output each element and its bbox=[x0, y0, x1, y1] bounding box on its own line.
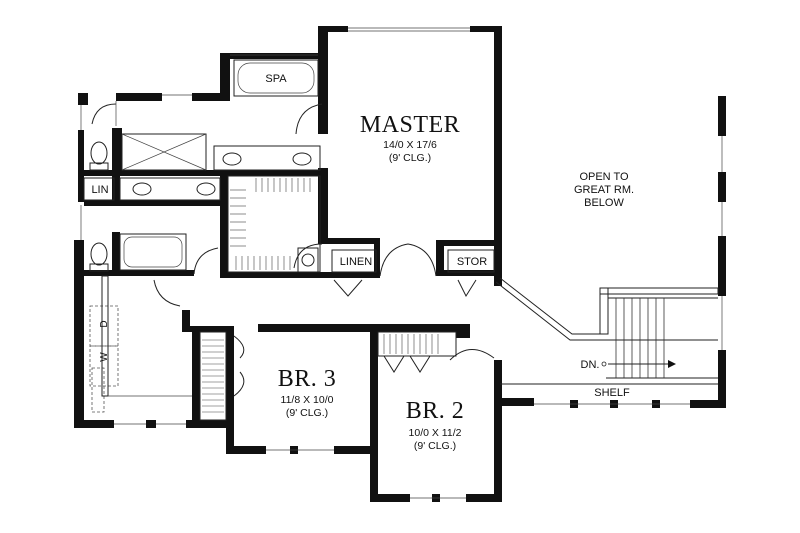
lin-label: LIN bbox=[91, 184, 108, 196]
br2-ceiling: (9' CLG.) bbox=[414, 440, 456, 452]
down-label: DN. bbox=[581, 359, 600, 371]
lin-box bbox=[83, 177, 115, 201]
master-ceiling: (9' CLG.) bbox=[389, 152, 431, 164]
below-label: BELOW bbox=[584, 197, 624, 209]
walls bbox=[74, 26, 726, 502]
washer-label: W bbox=[99, 352, 110, 362]
linen-label: LINEN bbox=[340, 256, 372, 268]
br3-title: BR. 3 bbox=[278, 366, 337, 392]
dryer-label: D bbox=[99, 320, 110, 327]
shelf-label: SHELF bbox=[594, 387, 630, 399]
br3-dims: 11/8 X 10/0 bbox=[281, 394, 334, 406]
open-to-label: OPEN TO bbox=[579, 171, 629, 183]
master-dims: 14/0 X 17/6 bbox=[383, 139, 437, 151]
master-title: MASTER bbox=[360, 112, 460, 138]
stor-box bbox=[447, 249, 495, 273]
br2-dims: 10/0 X 11/2 bbox=[409, 427, 462, 439]
doors bbox=[91, 101, 495, 397]
linen-box bbox=[331, 249, 377, 273]
br3-ceiling: (9' CLG.) bbox=[286, 407, 328, 419]
windows bbox=[80, 27, 723, 499]
stor-label: STOR bbox=[457, 256, 487, 268]
great-room-label: GREAT RM. bbox=[574, 184, 634, 196]
spa-label: SPA bbox=[265, 73, 287, 85]
br2-title: BR. 2 bbox=[406, 398, 465, 424]
fixtures bbox=[89, 59, 457, 421]
stair bbox=[495, 277, 719, 385]
